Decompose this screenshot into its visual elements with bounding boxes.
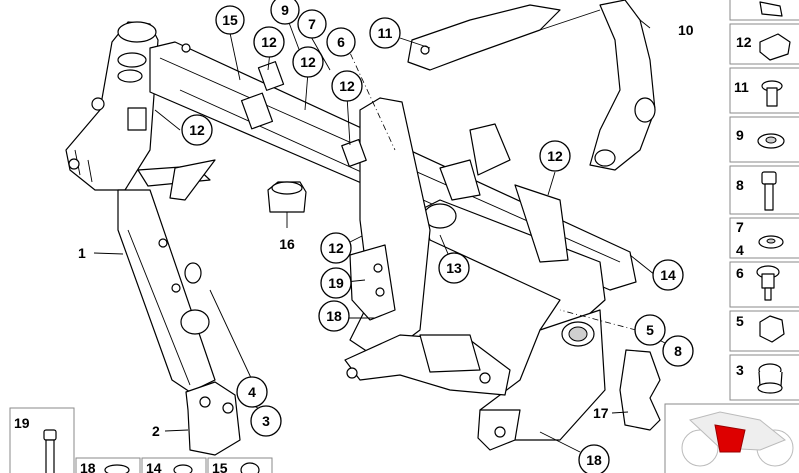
callout-12-e: 12 bbox=[539, 140, 571, 172]
callout-13: 13 bbox=[438, 252, 470, 284]
label-10: 10 bbox=[678, 22, 694, 38]
svg-text:12: 12 bbox=[300, 54, 316, 70]
svg-text:5: 5 bbox=[736, 313, 744, 329]
svg-text:9: 9 bbox=[736, 127, 744, 143]
callout-12-f: 12 bbox=[320, 232, 352, 264]
callout-19: 19 bbox=[320, 267, 352, 299]
svg-text:12: 12 bbox=[328, 240, 344, 256]
svg-text:11: 11 bbox=[378, 25, 393, 41]
svg-text:8: 8 bbox=[674, 343, 682, 359]
label-16: 16 bbox=[279, 236, 295, 252]
svg-text:12: 12 bbox=[547, 148, 563, 164]
bracket-2-part bbox=[185, 381, 241, 456]
clip-nut-icon bbox=[759, 33, 791, 61]
svg-text:12: 12 bbox=[339, 78, 355, 94]
callout-5: 5 bbox=[634, 314, 666, 346]
svg-text:18: 18 bbox=[326, 308, 342, 324]
svg-text:12: 12 bbox=[736, 34, 752, 50]
svg-text:18: 18 bbox=[586, 452, 602, 468]
main-frame bbox=[65, 21, 637, 451]
label-17: 17 bbox=[593, 405, 609, 421]
svg-text:3: 3 bbox=[262, 413, 270, 429]
hex-nut-icon bbox=[759, 315, 785, 343]
svg-text:17: 17 bbox=[593, 405, 609, 421]
svg-text:12: 12 bbox=[261, 34, 277, 50]
svg-text:3: 3 bbox=[736, 362, 744, 378]
callout-14: 14 bbox=[652, 259, 684, 291]
svg-text:14: 14 bbox=[660, 267, 676, 283]
svg-text:5: 5 bbox=[646, 322, 654, 338]
parts-bottom-box: 19 18 14 15 bbox=[9, 407, 273, 473]
svg-text:19: 19 bbox=[14, 415, 30, 431]
svg-text:9: 9 bbox=[281, 2, 289, 18]
bracket-16-part bbox=[267, 181, 307, 213]
callout-8: 8 bbox=[662, 335, 694, 367]
svg-text:19: 19 bbox=[328, 275, 344, 291]
callout-4: 4 bbox=[236, 376, 268, 408]
svg-text:1: 1 bbox=[78, 245, 86, 261]
svg-text:18: 18 bbox=[80, 460, 96, 473]
callout-18-a: 18 bbox=[318, 300, 350, 332]
svg-text:15: 15 bbox=[222, 12, 238, 28]
callout-12-d: 12 bbox=[181, 114, 213, 146]
svg-text:16: 16 bbox=[279, 236, 295, 252]
svg-text:13: 13 bbox=[446, 260, 462, 276]
svg-text:11: 11 bbox=[734, 79, 749, 95]
sidebar-cell-11 bbox=[729, 67, 799, 114]
callout-18-b: 18 bbox=[578, 444, 610, 473]
callout-12-c: 12 bbox=[331, 70, 363, 102]
rear-subframe bbox=[407, 0, 656, 171]
clip-icon bbox=[759, 1, 783, 17]
cover-17-part bbox=[619, 349, 661, 431]
svg-text:4: 4 bbox=[248, 384, 256, 400]
parts-sidebar: 12 11 9 8 7 4 6 5 3 bbox=[664, 0, 799, 473]
callout-12-b: 12 bbox=[292, 46, 324, 78]
svg-text:4: 4 bbox=[736, 242, 744, 258]
callout-9: 9 bbox=[270, 0, 300, 25]
callout-7: 7 bbox=[297, 9, 327, 39]
svg-text:6: 6 bbox=[337, 34, 345, 50]
svg-text:2: 2 bbox=[152, 423, 160, 439]
bottom-cell-19 bbox=[9, 407, 75, 473]
svg-text:8: 8 bbox=[736, 177, 744, 193]
svg-text:10: 10 bbox=[678, 22, 694, 38]
bike-thumbnail-icon bbox=[681, 411, 794, 467]
callout-11: 11 bbox=[369, 17, 401, 49]
callout-6: 6 bbox=[326, 27, 356, 57]
svg-text:6: 6 bbox=[736, 265, 744, 281]
svg-text:15: 15 bbox=[212, 460, 228, 473]
callout-3: 3 bbox=[250, 405, 282, 437]
callout-15: 15 bbox=[215, 5, 245, 35]
svg-text:7: 7 bbox=[308, 16, 316, 32]
svg-text:14: 14 bbox=[146, 460, 162, 473]
svg-text:7: 7 bbox=[736, 219, 744, 235]
label-2: 2 bbox=[152, 423, 160, 439]
callout-12-a: 12 bbox=[253, 26, 285, 58]
svg-text:12: 12 bbox=[189, 122, 205, 138]
label-1: 1 bbox=[78, 245, 86, 261]
